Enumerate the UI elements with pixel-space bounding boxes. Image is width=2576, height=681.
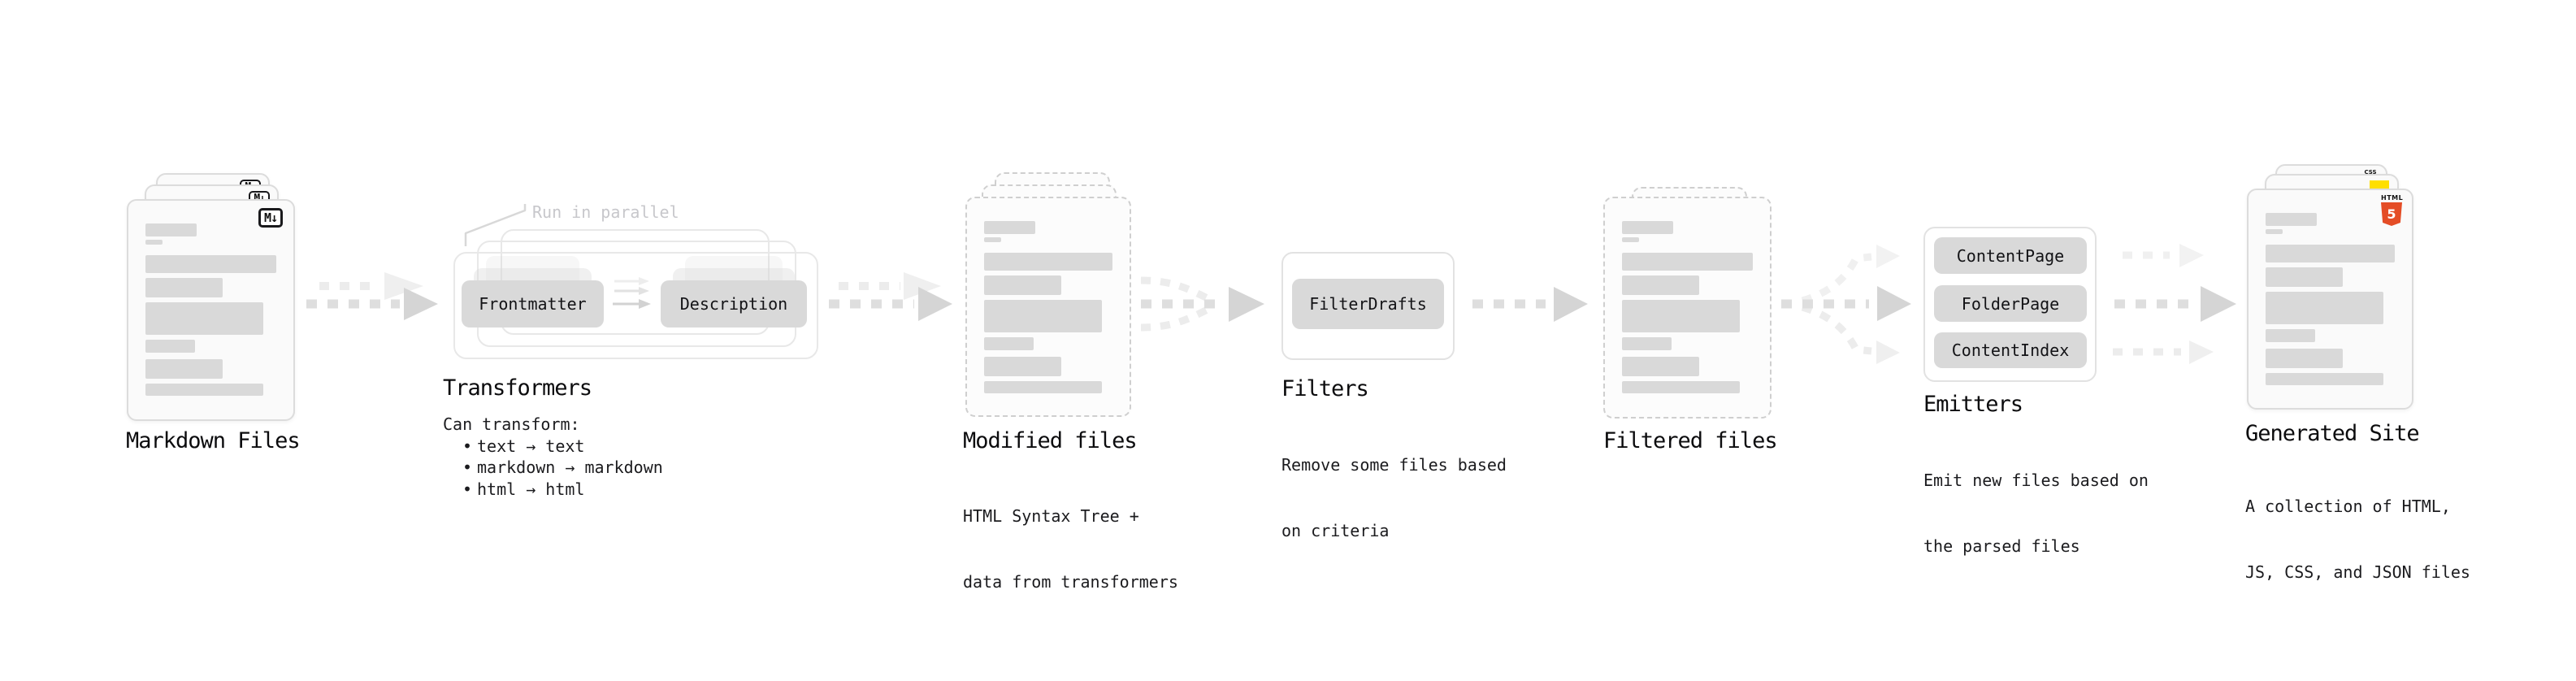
text-line-placeholder xyxy=(145,240,163,245)
stage-title-emitters: Emitters xyxy=(1923,392,2023,417)
bullet-item: markdown → markdown xyxy=(445,457,663,479)
transformer-run-box-front xyxy=(453,252,818,359)
caption-line: the parsed files xyxy=(1923,536,2080,556)
emitter-pill-folderpage: FolderPage xyxy=(1934,285,2087,322)
text-line-placeholder xyxy=(984,275,1061,295)
filter-pill-filterdrafts: FilterDrafts xyxy=(1292,279,1444,329)
run-in-parallel-note: Run in parallel xyxy=(532,202,679,222)
transformer-pill-description: Description xyxy=(661,280,807,327)
filtered-file-card-front xyxy=(1603,197,1772,419)
transformer-step-arrows xyxy=(613,277,651,309)
text-line-placeholder xyxy=(1622,300,1740,332)
transformers-caption: Can transform: xyxy=(443,414,580,434)
text-line-placeholder xyxy=(984,237,1001,242)
text-line-placeholder xyxy=(145,384,263,396)
text-line-placeholder xyxy=(145,359,223,379)
doc-content-placeholder xyxy=(128,201,293,396)
text-line-placeholder xyxy=(984,357,1061,376)
text-line-placeholder xyxy=(1622,221,1673,234)
bullet-item: html → html xyxy=(445,479,663,501)
markdown-file-card-front: M↓ xyxy=(127,199,295,421)
stage-title-transformers: Transformers xyxy=(443,375,592,401)
bullet-item: text → text xyxy=(445,436,663,458)
text-line-placeholder xyxy=(1622,253,1753,271)
html5-wordmark: HTML xyxy=(2381,194,2404,202)
arrow-filters-to-filtered xyxy=(1472,287,1588,322)
caption-line: on criteria xyxy=(1281,521,1390,540)
emitter-pill-contentpage: ContentPage xyxy=(1934,237,2087,274)
text-line-placeholder xyxy=(1622,237,1639,242)
arrow-modified-to-filters xyxy=(1140,276,1264,332)
filters-caption: Remove some files based on criteria xyxy=(1281,410,1507,586)
stage-title-filtered-files: Filtered files xyxy=(1603,428,1778,453)
caption-line: data from transformers xyxy=(963,572,1178,592)
arrow-emitters-to-generated xyxy=(2113,244,2236,364)
emitter-pill-contentindex: ContentIndex xyxy=(1934,332,2087,368)
text-line-placeholder xyxy=(2266,267,2343,287)
doc-content-placeholder xyxy=(967,198,1130,393)
modified-files-caption: HTML Syntax Tree + data from transformer… xyxy=(963,462,1178,637)
caption-line: JS, CSS, and JSON files xyxy=(2245,562,2470,582)
stage-title-markdown-files: Markdown Files xyxy=(126,428,301,453)
generated-file-card-html: HTML 5 xyxy=(2247,189,2413,410)
text-line-placeholder xyxy=(1622,275,1699,295)
doc-content-placeholder xyxy=(2249,190,2412,385)
text-line-placeholder xyxy=(1622,357,1699,376)
javascript-icon xyxy=(2370,180,2389,189)
text-line-placeholder xyxy=(2266,245,2395,262)
doc-content-placeholder xyxy=(1605,198,1770,393)
emitters-caption: Emit new files based on the parsed files xyxy=(1923,426,2149,601)
text-line-placeholder xyxy=(984,253,1112,271)
modified-file-card-front xyxy=(965,197,1131,417)
caption-line: Emit new files based on xyxy=(1923,471,2149,490)
text-line-placeholder xyxy=(2266,229,2283,234)
run-in-parallel-leader-line xyxy=(464,204,527,246)
html5-digit: 5 xyxy=(2387,206,2396,222)
arrow-markdown-to-transformers xyxy=(306,272,438,320)
arrow-transformers-to-modified xyxy=(829,272,952,321)
text-line-placeholder xyxy=(2266,213,2317,226)
text-line-placeholder xyxy=(2266,349,2343,368)
text-line-placeholder xyxy=(984,300,1102,332)
text-line-placeholder xyxy=(2266,329,2315,342)
generated-site-caption: A collection of HTML, JS, CSS, and JSON … xyxy=(2245,452,2470,627)
text-line-placeholder xyxy=(2266,292,2383,324)
text-line-placeholder xyxy=(145,223,197,236)
transformers-bullet-list: text → text markdown → markdown html → h… xyxy=(445,436,663,501)
text-line-placeholder xyxy=(145,255,276,273)
text-line-placeholder xyxy=(2266,373,2383,385)
markdown-icon: M↓ xyxy=(258,208,283,228)
text-line-placeholder xyxy=(984,381,1102,393)
html5-shield: 5 xyxy=(2381,202,2402,226)
html5-icon: HTML 5 xyxy=(2381,194,2404,226)
text-line-placeholder xyxy=(984,337,1034,350)
text-line-placeholder xyxy=(1622,337,1672,350)
text-line-placeholder xyxy=(145,340,195,353)
caption-line: A collection of HTML, xyxy=(2245,497,2451,516)
text-line-placeholder xyxy=(1622,381,1740,393)
stage-title-modified-files: Modified files xyxy=(963,428,1138,453)
css-wordmark: CSS xyxy=(2364,169,2377,176)
caption-line: HTML Syntax Tree + xyxy=(963,506,1139,526)
stage-title-filters: Filters xyxy=(1281,376,1369,401)
transformer-pill-frontmatter: Frontmatter xyxy=(462,280,604,327)
stage-title-generated-site: Generated Site xyxy=(2245,421,2420,446)
text-line-placeholder xyxy=(145,278,223,297)
caption-line: Remove some files based xyxy=(1281,455,1507,475)
arrow-filtered-to-emitters xyxy=(1781,245,1911,364)
text-line-placeholder xyxy=(145,302,263,335)
text-line-placeholder xyxy=(984,221,1035,234)
